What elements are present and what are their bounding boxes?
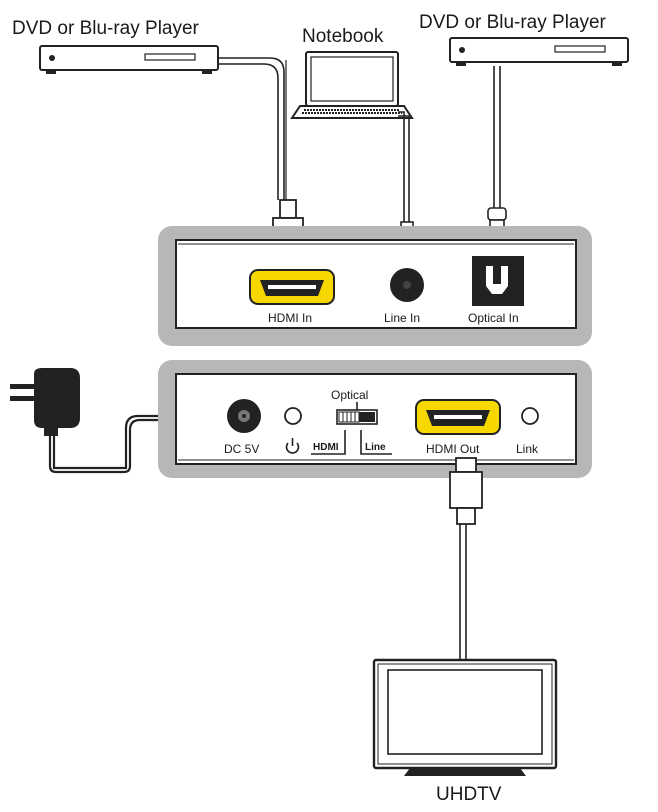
top-cables (218, 57, 501, 222)
link-led (521, 407, 539, 425)
hdmi-out-label: HDMI Out (426, 442, 480, 456)
dvd-player-left (39, 45, 219, 74)
hdmi-out-plug (449, 457, 483, 525)
uhdtv-device (372, 658, 558, 776)
output-panel: Optical HDMI Line DC 5V HDMI Out Link (158, 360, 592, 478)
line-in-port (390, 268, 424, 302)
dc-label: DC 5V (224, 442, 259, 456)
player-right-label: DVD or Blu-ray Player (419, 12, 607, 33)
dc-jack (227, 399, 261, 433)
notebook-label: Notebook (302, 26, 384, 47)
uhdtv-label: UHDTV (436, 784, 502, 805)
power-icon (285, 438, 300, 454)
input-panel: HDMI In Line In Optical In (158, 226, 592, 346)
player-left-label: DVD or Blu-ray Player (12, 18, 200, 39)
line-in-label: Line In (384, 311, 420, 325)
hdmi-in-port (249, 269, 335, 305)
tv-cable (459, 524, 467, 660)
power-led (284, 407, 302, 425)
switch-hdmi-label: HDMI (313, 442, 339, 453)
optical-in-port (472, 256, 524, 306)
link-label: Link (516, 442, 539, 456)
power-adapter (10, 368, 80, 436)
hdmi-out-port (415, 399, 501, 435)
switch-line-label: Line (365, 442, 386, 453)
switch-optical-label: Optical (331, 388, 368, 402)
hdmi-in-label: HDMI In (268, 311, 312, 325)
optical-in-label: Optical In (468, 311, 519, 325)
notebook-device (290, 51, 414, 119)
dvd-player-right (449, 37, 629, 66)
audio-source-switch[interactable] (311, 402, 392, 455)
